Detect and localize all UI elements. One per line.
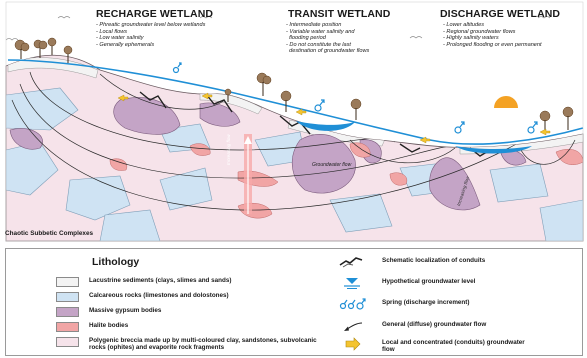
recharge-note: - Phreatic groundwater level below wetla… bbox=[96, 22, 213, 29]
gypsum-label: Massive gypsum bodies bbox=[89, 307, 161, 314]
discharge-note: - Highly salinity waters bbox=[443, 35, 560, 42]
flow-arrow-icon bbox=[338, 319, 366, 333]
conduit-icon bbox=[338, 255, 366, 269]
discharge-note: - Regional groundwater flows bbox=[443, 29, 560, 36]
halite-swatch bbox=[56, 322, 79, 332]
groundwater-flow-label: Groundwater flow bbox=[312, 162, 351, 168]
transit-wetland-block: TRANSIT WETLAND - Intermediate position … bbox=[288, 8, 390, 55]
chaotic-subbetic-label: Chaotic Subbetic Complexes bbox=[5, 230, 93, 237]
calcareous-label: Calcareous rocks (limestones and dolosto… bbox=[89, 292, 229, 299]
legend-panel: Lithology Lacustrine sediments (clays, s… bbox=[5, 248, 583, 356]
discharge-wetland-notes: - Lower altitudes - Regional groundwater… bbox=[443, 22, 560, 48]
discharge-wetland-title: DISCHARGE WETLAND bbox=[440, 8, 560, 20]
calcareous-swatch bbox=[56, 292, 79, 302]
transit-note: flooding period bbox=[286, 35, 390, 42]
sun-icon bbox=[488, 96, 524, 122]
transit-note: - Variable water salinity and bbox=[286, 29, 390, 36]
discharge-wetland-block: DISCHARGE WETLAND - Lower altitudes - Re… bbox=[440, 8, 560, 48]
discharge-note: - Lower altitudes bbox=[443, 22, 560, 29]
discharge-note: - Prolonged flooding or even permanent bbox=[443, 42, 560, 49]
increasing-flow-arrow bbox=[244, 134, 252, 214]
lacustrine-label: Lacustrine sediments (clays, slimes and … bbox=[89, 277, 231, 284]
conduit-flow-arrow-icon bbox=[338, 337, 366, 351]
increasing-flow-label: Increasing flow bbox=[226, 134, 231, 165]
transit-note: - Intermediate position bbox=[286, 22, 390, 29]
recharge-wetland-title: RECHARGE WETLAND bbox=[96, 8, 213, 20]
recharge-note: - Local flows bbox=[96, 29, 213, 36]
spring-label: Spring (discharge increment) bbox=[382, 299, 469, 306]
recharge-wetland-block: RECHARGE WETLAND - Phreatic groundwater … bbox=[96, 8, 213, 48]
breccia-label: Polygenic breccia made up by multi-colou… bbox=[89, 337, 334, 351]
transit-note: destination of groundwater flows bbox=[286, 48, 390, 55]
recharge-note: - Generally ephemerals bbox=[96, 42, 213, 49]
water-level-icon bbox=[338, 276, 366, 290]
halite-label: Halite bodies bbox=[89, 322, 128, 329]
transit-wetland-notes: - Intermediate position - Variable water… bbox=[286, 22, 390, 55]
recharge-wetland-notes: - Phreatic groundwater level below wetla… bbox=[96, 22, 213, 48]
general-flow-label: General (diffuse) groundwater flow bbox=[382, 321, 486, 328]
groundwater-level-label: Hypothetical groundwater level bbox=[382, 278, 475, 285]
transit-note: - Do not constitute the last bbox=[286, 42, 390, 49]
conduits-label: Schematic localization of conduits bbox=[382, 257, 485, 264]
cross-section-diagram: RECHARGE WETLAND - Phreatic groundwater … bbox=[0, 0, 587, 244]
gypsum-swatch bbox=[56, 307, 79, 317]
lithology-title: Lithology bbox=[92, 256, 139, 268]
breccia-swatch bbox=[56, 337, 79, 347]
local-flow-label: Local and concentrated (conduits) ground… bbox=[382, 339, 532, 353]
transit-wetland-title: TRANSIT WETLAND bbox=[288, 8, 390, 20]
recharge-note: - Low water salinity bbox=[96, 35, 213, 42]
spring-icon bbox=[338, 297, 366, 311]
lacustrine-swatch bbox=[56, 277, 79, 287]
